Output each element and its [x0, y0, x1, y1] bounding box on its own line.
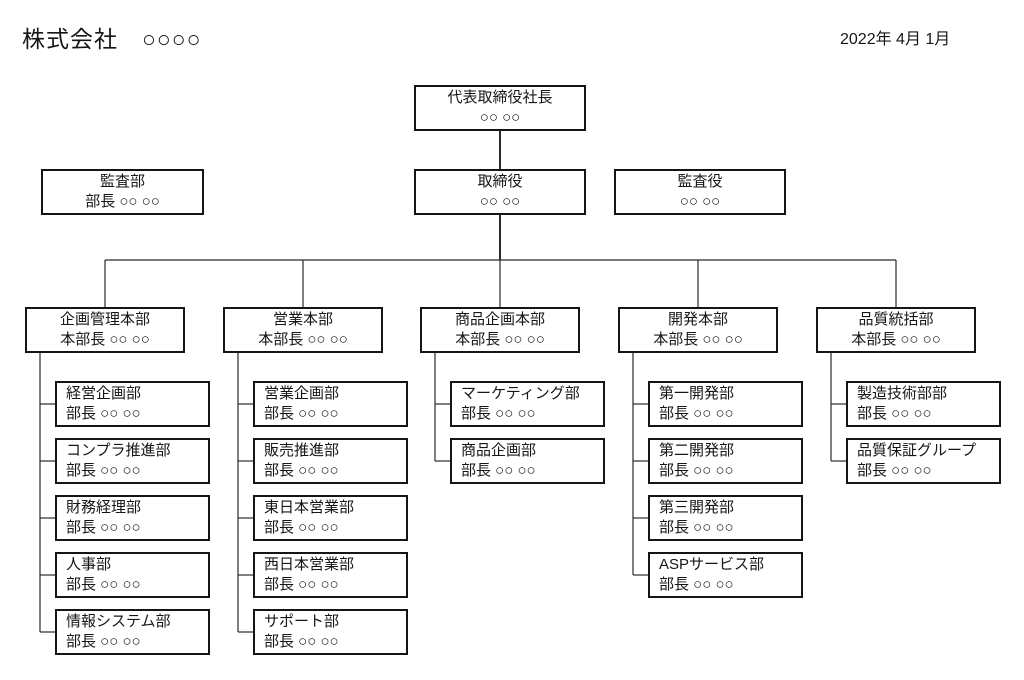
node-corporate-auditor: 監査役 ○○ ○○: [614, 169, 786, 215]
org-unit-title: 営業本部: [272, 311, 333, 328]
org-unit-title: 監査役: [677, 173, 723, 190]
division-box-eigyo: 営業本部 本部長 ○○ ○○: [223, 307, 383, 353]
org-unit-name: 部長 ○○ ○○: [66, 633, 141, 650]
department-box: 販売推進部 部長 ○○ ○○: [253, 438, 408, 484]
department-box: 第二開発部 部長 ○○ ○○: [648, 438, 803, 484]
department-box: 第三開発部 部長 ○○ ○○: [648, 495, 803, 541]
org-unit-name: 部長 ○○ ○○: [66, 462, 141, 479]
department-box: 営業企画部 部長 ○○ ○○: [253, 381, 408, 427]
department-box: 経営企画部 部長 ○○ ○○: [55, 381, 210, 427]
org-unit-title: サポート部: [264, 613, 340, 630]
node-president: 代表取締役社長 ○○ ○○: [414, 85, 586, 131]
department-box: 情報システム部 部長 ○○ ○○: [55, 609, 210, 655]
department-box: 製造技術部部 部長 ○○ ○○: [846, 381, 1001, 427]
org-unit-title: 品質統括部: [858, 311, 934, 328]
org-unit-title: 開発本部: [667, 311, 728, 328]
department-box: マーケティング部 部長 ○○ ○○: [450, 381, 605, 427]
department-box: 東日本営業部 部長 ○○ ○○: [253, 495, 408, 541]
org-unit-name: 部長 ○○ ○○: [66, 405, 141, 422]
division-box-shohin-kikaku: 商品企画本部 本部長 ○○ ○○: [420, 307, 580, 353]
org-unit-title: 情報システム部: [66, 613, 171, 630]
node-board-director: 取締役 ○○ ○○: [414, 169, 586, 215]
org-unit-name: 部長 ○○ ○○: [264, 405, 339, 422]
org-unit-name: 部長 ○○ ○○: [659, 576, 734, 593]
org-unit-name: 部長 ○○ ○○: [461, 462, 536, 479]
department-box: 第一開発部 部長 ○○ ○○: [648, 381, 803, 427]
division-box-kaihatsu: 開発本部 本部長 ○○ ○○: [618, 307, 778, 353]
org-unit-title: 経営企画部: [66, 385, 142, 402]
org-unit-title: 販売推進部: [264, 442, 340, 459]
department-box: サポート部 部長 ○○ ○○: [253, 609, 408, 655]
org-unit-title: ASPサービス部: [659, 556, 765, 573]
org-unit-name: 部長 ○○ ○○: [66, 519, 141, 536]
org-unit-name: ○○ ○○: [679, 193, 721, 210]
org-unit-title: 製造技術部部: [857, 385, 948, 402]
org-unit-title: 第一開発部: [659, 385, 735, 402]
division-box-kikaku-kanri: 企画管理本部 本部長 ○○ ○○: [25, 307, 185, 353]
org-unit-title: 第二開発部: [659, 442, 735, 459]
org-unit-name: 本部長 ○○ ○○: [258, 331, 348, 348]
org-unit-title: 財務経理部: [66, 499, 142, 516]
org-unit-title: 品質保証グループ: [857, 442, 977, 459]
org-unit-name: 本部長 ○○ ○○: [653, 331, 743, 348]
department-box: 商品企画部 部長 ○○ ○○: [450, 438, 605, 484]
org-unit-name: 部長 ○○ ○○: [461, 405, 536, 422]
org-unit-title: 商品企画部: [461, 442, 537, 459]
org-unit-title: 商品企画本部: [454, 311, 545, 328]
org-unit-name: 部長 ○○ ○○: [85, 193, 160, 210]
org-unit-title: 監査部: [99, 173, 145, 190]
org-unit-name: ○○ ○○: [479, 109, 521, 126]
department-box: 人事部 部長 ○○ ○○: [55, 552, 210, 598]
org-unit-name: 部長 ○○ ○○: [66, 576, 141, 593]
org-unit-name: 部長 ○○ ○○: [857, 405, 932, 422]
org-unit-name: ○○ ○○: [479, 193, 521, 210]
department-box: ASPサービス部 部長 ○○ ○○: [648, 552, 803, 598]
org-unit-name: 部長 ○○ ○○: [264, 576, 339, 593]
page-title: 株式会社 ○○○○: [22, 26, 202, 52]
org-unit-name: 本部長 ○○ ○○: [60, 331, 150, 348]
org-unit-name: 部長 ○○ ○○: [857, 462, 932, 479]
org-unit-name: 本部長 ○○ ○○: [455, 331, 545, 348]
department-box: 財務経理部 部長 ○○ ○○: [55, 495, 210, 541]
date-label: 2022年 4月 1月: [840, 31, 951, 48]
node-audit-department: 監査部 部長 ○○ ○○: [41, 169, 204, 215]
org-unit-title: マーケティング部: [461, 385, 580, 402]
org-unit-title: 企画管理本部: [59, 311, 150, 328]
org-unit-name: 部長 ○○ ○○: [264, 462, 339, 479]
org-unit-title: コンプラ推進部: [66, 442, 171, 459]
org-unit-name: 部長 ○○ ○○: [659, 462, 734, 479]
org-unit-title: 第三開発部: [659, 499, 735, 516]
org-unit-title: 西日本営業部: [264, 556, 355, 573]
org-unit-name: 部長 ○○ ○○: [264, 519, 339, 536]
org-unit-title: 営業企画部: [264, 385, 340, 402]
org-unit-name: 本部長 ○○ ○○: [851, 331, 941, 348]
org-unit-title: 取締役: [477, 173, 523, 190]
org-unit-name: 部長 ○○ ○○: [659, 405, 734, 422]
division-box-hinshitsu: 品質統括部 本部長 ○○ ○○: [816, 307, 976, 353]
department-box: 品質保証グループ 部長 ○○ ○○: [846, 438, 1001, 484]
org-unit-title: 人事部: [66, 556, 112, 573]
org-unit-name: 部長 ○○ ○○: [659, 519, 734, 536]
org-unit-title: 東日本営業部: [264, 499, 355, 516]
department-box: コンプラ推進部 部長 ○○ ○○: [55, 438, 210, 484]
org-unit-title: 代表取締役社長: [447, 89, 553, 106]
org-unit-name: 部長 ○○ ○○: [264, 633, 339, 650]
department-box: 西日本営業部 部長 ○○ ○○: [253, 552, 408, 598]
